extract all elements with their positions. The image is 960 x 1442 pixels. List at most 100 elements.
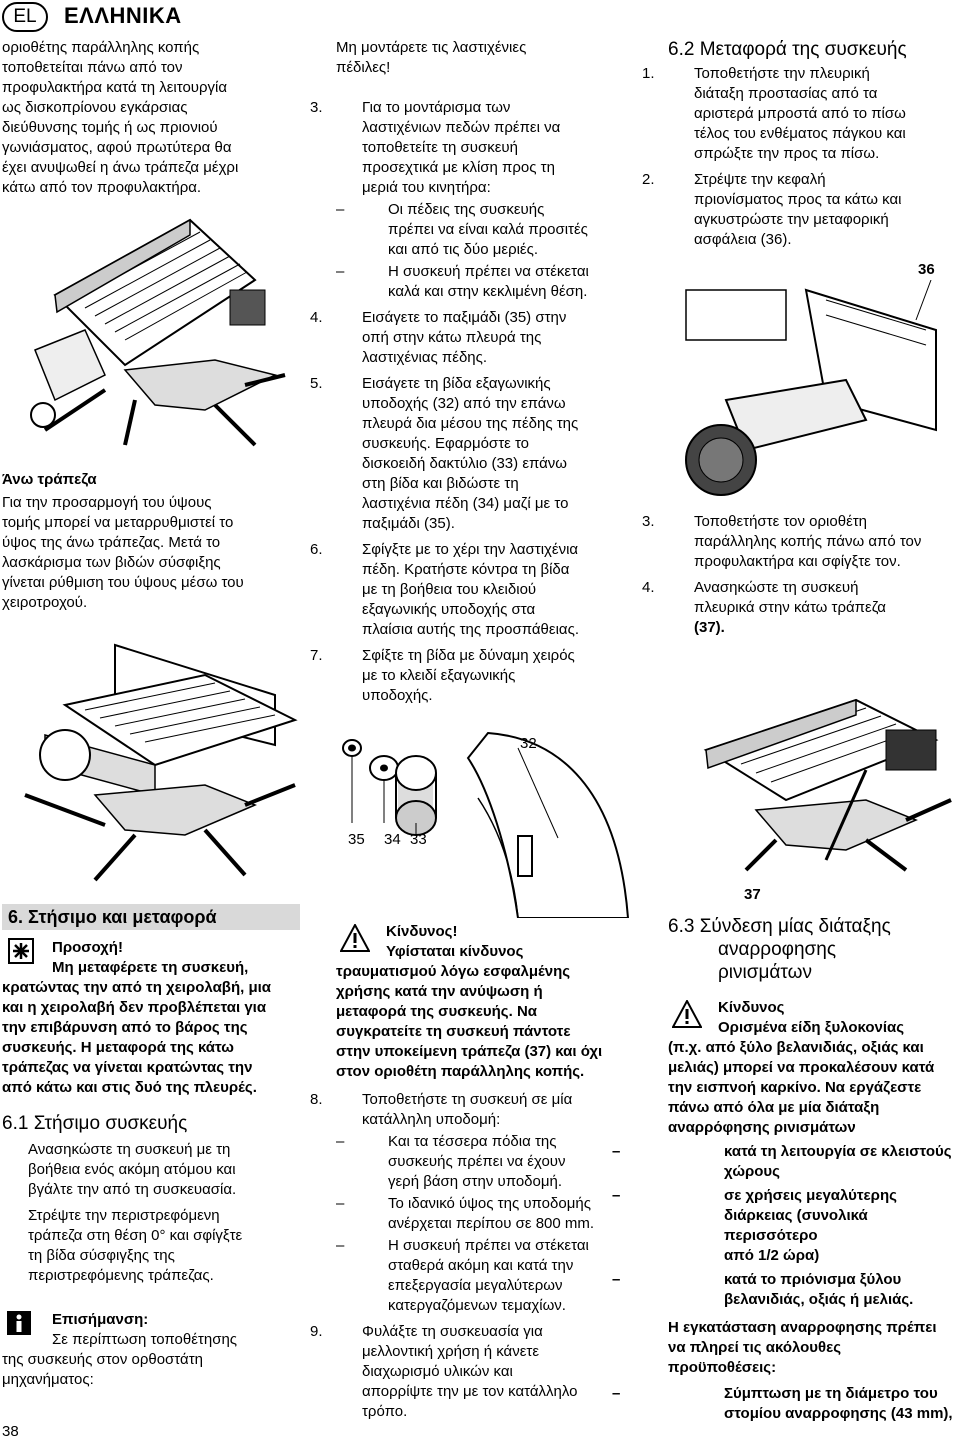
step-line: αριστερά μπροστά από το πίσω bbox=[694, 105, 906, 122]
bullet-line: από 1/2 ώρα) bbox=[724, 1247, 820, 1264]
dust-danger-block: Κίνδυνος Ορισμένα είδη ξυλοκονίας (π.χ. … bbox=[668, 998, 960, 1138]
step-line: λαστιχένιας πέδης. bbox=[362, 349, 488, 366]
dust-danger-line: την εισπνοή καρκίνο. Να εργάζεστε bbox=[668, 1079, 922, 1096]
attention-line: Μη μεταφέρετε τη συσκευή, bbox=[52, 959, 249, 976]
step-line: τη βίδα σύσφιγξης της bbox=[28, 1247, 175, 1264]
saw-illustration-upper-table bbox=[5, 625, 305, 885]
dash-line: και από τις δύο μεριές. bbox=[388, 241, 539, 258]
transport-step-4: 4.Ανασηκώστε τη συσκευή bbox=[642, 578, 960, 598]
step-line: κατάλληλη υποδομή: bbox=[362, 1111, 501, 1128]
dash-item: –Η συσκευή πρέπει να στέκεται bbox=[336, 262, 636, 282]
dust-extraction-heading: ρινισμάτων bbox=[718, 962, 812, 983]
step-number: 3. bbox=[310, 99, 323, 116]
note-block: Επισήμανση: Σε περίπτωση τοποθέτησης της… bbox=[2, 1310, 300, 1390]
dust-danger-title: Κίνδυνος bbox=[718, 999, 785, 1016]
dust-bullet: – Σύμπτωση με τη διάμετρο του bbox=[612, 1384, 960, 1404]
upper-table-block: Άνω τράπεζα Για την προσαρμογή του ύψους… bbox=[2, 470, 302, 613]
step-line: στη βίδα και βιδώστε τη bbox=[362, 475, 519, 492]
dash-line: καλά και στην κεκλιμένη θέση. bbox=[388, 283, 588, 300]
danger-line: στον οριοθέτη παράλληλης κοπής. bbox=[336, 1063, 585, 1080]
danger-block: Κίνδυνος! Υφίσταται κίνδυνος τραυματισμο… bbox=[336, 922, 632, 1082]
upper-table-line: ύψος της άνω τράπεζας. Μετά το bbox=[2, 534, 221, 551]
transport-step-2: 2.Στρέψτε την κεφαλή bbox=[642, 170, 960, 190]
rubber-foot-assembly-illustration bbox=[318, 728, 638, 918]
info-icon bbox=[7, 1311, 31, 1335]
note-line: Σε περίπτωση τοποθέτησης bbox=[52, 1331, 238, 1348]
step-line: απορρίψτε την με τον κατάλληλο bbox=[362, 1383, 578, 1400]
step-line: τράπεζα στη θέση 0° και σφίγξτε bbox=[28, 1227, 243, 1244]
dash-mark: – bbox=[336, 201, 345, 218]
bullet-line: στομίου αναρροφησης (43 mm), bbox=[724, 1405, 953, 1422]
attention-line: κρατώντας την από τη χειρολαβή, μια bbox=[2, 979, 272, 996]
dash-text: Και τα τέσσερα πόδια της bbox=[388, 1133, 557, 1150]
dash-mark: – bbox=[612, 1385, 621, 1402]
step-text: Ανασηκώστε τη συσκευή με τη bbox=[28, 1141, 231, 1158]
step-text: Για το μοντάρισμα των bbox=[362, 99, 511, 116]
bullet-text: σε χρήσεις μεγαλύτερης bbox=[724, 1187, 897, 1204]
step-number: 8. bbox=[310, 1091, 323, 1108]
dash-text: Το ιδανικό ύψος της υποδομής bbox=[388, 1195, 591, 1212]
step-line: διάταξη προστασίας από τα bbox=[694, 85, 878, 102]
dash-item: –Η συσκευή πρέπει να στέκεται bbox=[336, 1236, 632, 1256]
step-line: τρόπο. bbox=[362, 1403, 408, 1420]
step-number: 4. bbox=[310, 309, 323, 326]
step-3: 3. Για το μοντάρισμα των bbox=[310, 98, 636, 118]
intro-line: κάτω από τον προφυλακτήρα. bbox=[2, 179, 202, 196]
step-7: 7.Σφίξτε τη βίδα με δύναμη χειρός bbox=[310, 646, 636, 666]
step-line: προφυλακτήρα και σφίγξτε τον. bbox=[694, 553, 901, 570]
dash-line: πρέπει να είναι καλά προσιτές bbox=[388, 221, 588, 238]
setup-step-9: 9.Φυλάξτε τη συσκευασία για bbox=[310, 1322, 632, 1342]
attention-icon bbox=[8, 938, 34, 964]
dash-mark: – bbox=[612, 1271, 621, 1288]
note-line: της συσκευής στον ορθοστάτη bbox=[2, 1351, 203, 1368]
step-line: τοποθετείτε τη συσκευή bbox=[362, 139, 518, 156]
dash-line: ανέρχεται περίπου σε 800 mm. bbox=[388, 1215, 595, 1232]
dash-item: –Και τα τέσσερα πόδια της bbox=[336, 1132, 632, 1152]
step-number: 9. bbox=[310, 1323, 323, 1340]
dust-danger-line: μελιάς) μπορεί να προκαλέσουν κατά bbox=[668, 1059, 935, 1076]
step-line: διαχωρισμό υλικών και bbox=[362, 1363, 513, 1380]
transport-heading: 6.2 Μεταφορά της συσκευής bbox=[668, 39, 907, 60]
danger-line: τραυματισμού λόγω εσφαλμένης bbox=[336, 963, 571, 980]
carry-saw-illustration bbox=[666, 660, 958, 875]
step-line: με τη βοήθεια του κλειδιού bbox=[362, 581, 537, 598]
step-line: αγκυστρώστε την μεταφορική bbox=[694, 211, 889, 228]
danger-line: Υφίσταται κίνδυνος bbox=[386, 943, 524, 960]
upper-table-line: τομής μπορεί να μεταρρυθμιστεί το bbox=[2, 514, 234, 531]
dash-item: –Οι πέδεις της συσκευής bbox=[336, 200, 636, 220]
step-line: μεριά του κινητήρα: bbox=[362, 179, 491, 196]
dash-line: σταθερά ακόμη και κατά την bbox=[388, 1257, 574, 1274]
dash-line: επεξεργασία μεγαλύτερων bbox=[388, 1277, 563, 1294]
col2-steps: Μη μοντάρετε τις λαστιχένιες πέδιλες! 3.… bbox=[310, 38, 636, 706]
transport-step-3: 3.Τοποθετήστε τον οριοθέτη bbox=[642, 512, 960, 532]
step-text: Τοποθετήστε την πλευρική bbox=[694, 65, 870, 82]
saw-illustration-top bbox=[15, 200, 295, 455]
danger-line: χρήσης κατά την ανύψωση ή bbox=[336, 983, 543, 1000]
upper-table-line: λασκάρισμα των βιδών σύσφιξης bbox=[2, 554, 221, 571]
label-36: 36 bbox=[918, 261, 935, 278]
danger-title: Κίνδυνος! bbox=[386, 923, 458, 940]
dust-danger-line: (π.χ. από ξύλο βελανιδιάς, οξιάς και bbox=[668, 1039, 924, 1056]
step-line: ασφάλεια (36). bbox=[694, 231, 792, 248]
step-number: 7. bbox=[310, 647, 323, 664]
page-number: 38 bbox=[2, 1423, 19, 1440]
intro-line: ως δισκοπρίονου εγκάρσιας bbox=[2, 99, 188, 116]
intro-line: διεύθυνσης τομής ή ως πριονιού bbox=[2, 119, 218, 136]
step-line: σπρώξτε την προς τα πίσω. bbox=[694, 145, 880, 162]
intro-line: έχει ανυψωθεί η άνω τράπεζα μέχρι bbox=[2, 159, 239, 176]
step-number: 3. bbox=[642, 513, 655, 530]
bullet-text: κατά τη λειτουργία σε κλειστούς bbox=[724, 1143, 952, 1160]
step-text: Ανασηκώστε τη συσκευή bbox=[694, 579, 859, 596]
bullet-text: Σύμπτωση με τη διάμετρο του bbox=[724, 1385, 938, 1402]
step-number: 2. bbox=[642, 171, 655, 188]
step-line: προσεχτικά με κλίση προς τη bbox=[362, 159, 555, 176]
intro-line: προφυλακτήρα κατά τη λειτουργία bbox=[2, 79, 228, 96]
col2-bottom: Κίνδυνος! Υφίσταται κίνδυνος τραυματισμο… bbox=[310, 922, 632, 1422]
attention-title: Προσοχή! bbox=[52, 939, 123, 956]
step-line: εξαγωνικής υποδοχής στα bbox=[362, 601, 536, 618]
step-line: πλευρικά στην κάτω τράπεζα bbox=[694, 599, 886, 616]
step-line: οπή στην κάτω πλευρά της bbox=[362, 329, 542, 346]
danger-line: μεταφορά της συσκευής. Να bbox=[336, 1003, 537, 1020]
col3-transport: 6.2 Μεταφορά της συσκευής 1.Τοποθετήστε … bbox=[642, 38, 960, 250]
dash-mark: – bbox=[336, 1195, 345, 1212]
